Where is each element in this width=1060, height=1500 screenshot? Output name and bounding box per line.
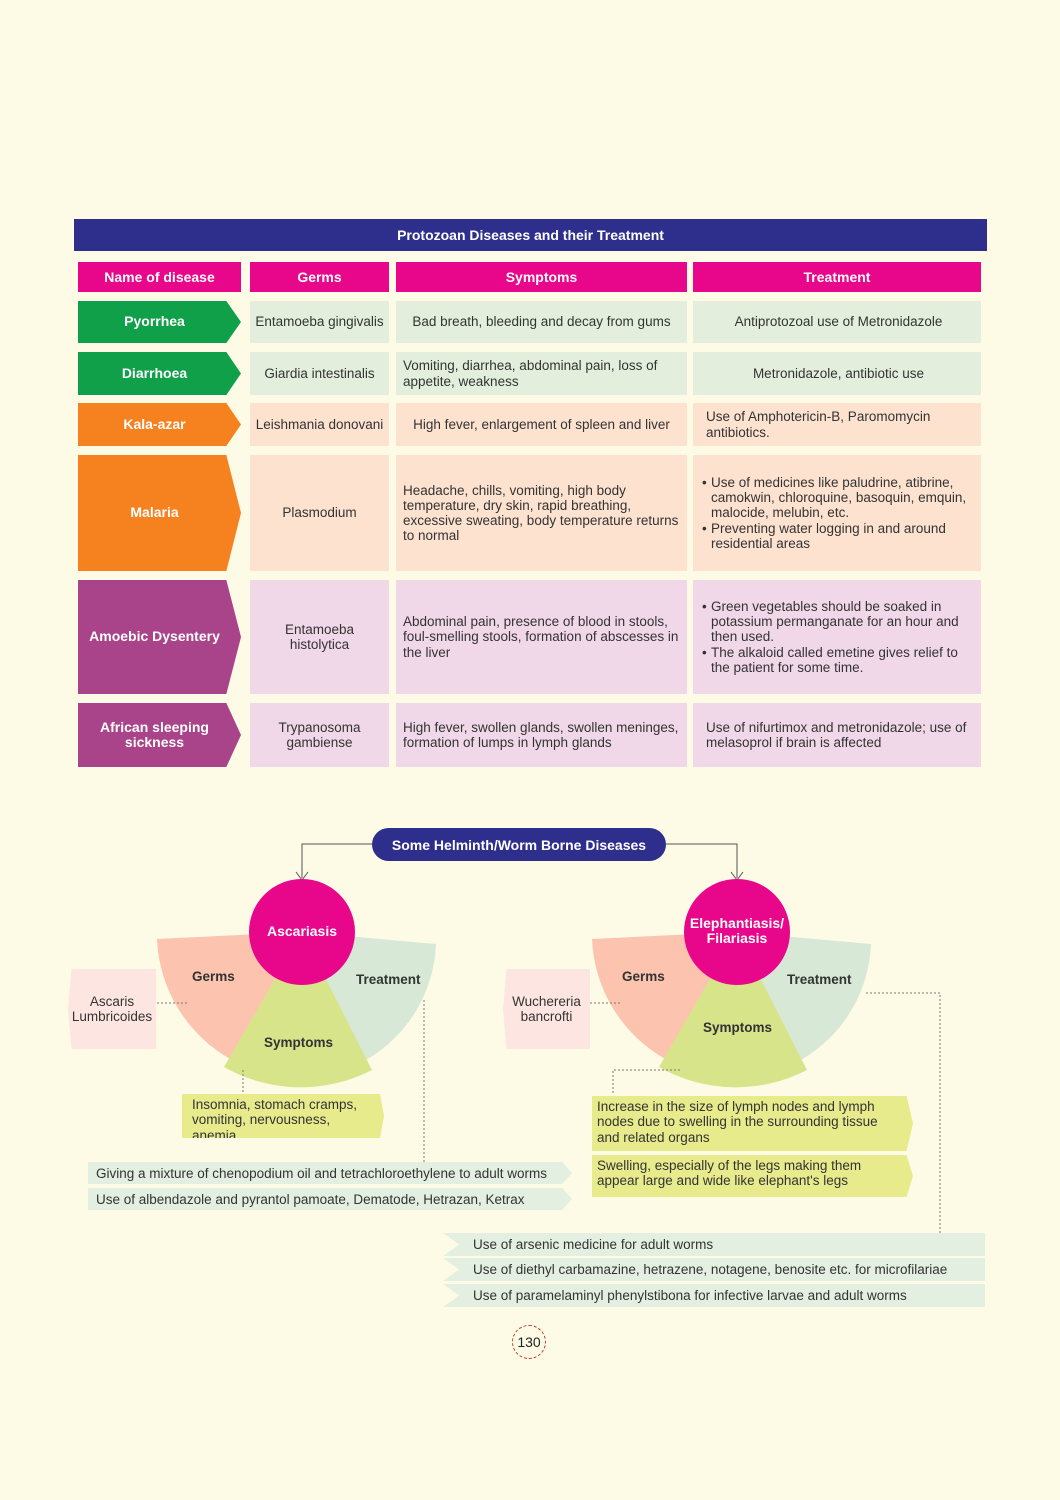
treatment-item: Preventing water logging in and around r… [702, 521, 971, 551]
symptoms-malaria: Headache, chills, vomiting, high body te… [396, 455, 687, 571]
elephantiasis-treatment-1: Use of arsenic medicine for adult worms [443, 1233, 985, 1256]
disease-name-amoebic-dysentery: Amoebic Dysentery [78, 580, 241, 694]
germ-amoebic-dysentery: Entamoeba histolytica [250, 580, 389, 694]
treatment-diarrhoea: Metronidazole, antibiotic use [693, 352, 981, 395]
ascariasis-treatment-label: Treatment [356, 972, 421, 987]
ascariasis-label: Ascariasis [266, 923, 338, 939]
ascariasis-symptoms-segment [224, 932, 372, 1088]
germ-kala-azar: Leishmania donovani [250, 403, 389, 446]
ascariasis-treatment-2: Use of albendazole and pyrantol pamoate,… [88, 1188, 572, 1210]
elephantiasis-symptom-box-1: Increase in the size of lymph nodes and … [592, 1096, 913, 1151]
treatment-african-sleeping-sickness: Use of nifurtimox and metronidazole; use… [693, 703, 981, 767]
symptoms-amoebic-dysentery: Abdominal pain, presence of blood in sto… [396, 580, 687, 694]
treatment-amoebic-dysentery: Green vegetables should be soaked in pot… [693, 580, 981, 694]
symptoms-kala-azar: High fever, enlargement of spleen and li… [396, 403, 687, 446]
header-treatment: Treatment [693, 262, 981, 292]
ascariasis-germ-box: Ascaris Lumbricoides [68, 969, 156, 1049]
disease-name-pyorrhea: Pyorrhea [78, 301, 241, 343]
ascariasis-treatment-1: Giving a mixture of chenopodium oil and … [88, 1162, 572, 1184]
elephantiasis-symptoms-segment [659, 932, 807, 1088]
disease-name-african-sleeping-sickness: African sleeping sickness [78, 703, 241, 767]
header-symptoms: Symptoms [396, 262, 687, 292]
treatment-item: Use of medicines like paludrine, atibrin… [702, 475, 971, 520]
elephantiasis-symptom-box-2: Swelling, especially of the legs making … [592, 1155, 913, 1197]
elephantiasis-symptoms-label: Symptoms [703, 1020, 773, 1035]
symptoms-pyorrhea: Bad breath, bleeding and decay from gums [396, 301, 687, 343]
elephantiasis-treatment-2: Use of diethyl carbamazine, hetrazene, n… [443, 1258, 985, 1281]
disease-name-malaria: Malaria [78, 455, 241, 571]
disease-name-kala-azar: Kala-azar [78, 403, 241, 446]
germ-african-sleeping-sickness: Trypanosoma gambiense [250, 703, 389, 767]
dotted-connector [866, 992, 941, 1233]
germ-diarrhoea: Giardia intestinalis [250, 352, 389, 395]
treatment-kala-azar: Use of Amphotericin-B, Paromomycin antib… [693, 403, 981, 446]
ascariasis-symptom-box: Insomnia, stomach cramps, vomiting, nerv… [182, 1094, 384, 1138]
treatment-item: The alkaloid called emetine gives relief… [702, 645, 971, 675]
elephantiasis-label: Elephantiasis/ Filariasis [689, 915, 785, 946]
dotted-connector [612, 1069, 680, 1094]
page-number: 130 [512, 1325, 546, 1359]
elephantiasis-germs-label: Germs [622, 969, 665, 984]
ascariasis-circle [249, 879, 355, 985]
disease-name-diarrhoea: Diarrhoea [78, 352, 241, 395]
helminth-title: Some Helminth/Worm Borne Diseases [372, 828, 666, 861]
connector-line [666, 843, 738, 878]
ascariasis-germs-label: Germs [192, 969, 235, 984]
germ-malaria: Plasmodium [250, 455, 389, 571]
elephantiasis-treatment-label: Treatment [787, 972, 852, 987]
elephantiasis-circle [684, 879, 790, 985]
header-germs: Germs [250, 262, 389, 292]
treatment-malaria: Use of medicines like paludrine, atibrin… [693, 455, 981, 571]
germ-pyorrhea: Entamoeba gingivalis [250, 301, 389, 343]
ascariasis-symptoms-label: Symptoms [264, 1035, 334, 1050]
treatment-item: Green vegetables should be soaked in pot… [702, 599, 971, 644]
connector-line [301, 843, 372, 878]
header-name-of-disease: Name of disease [78, 262, 241, 292]
elephantiasis-treatment-3: Use of paramelaminyl phenylstibona for i… [443, 1284, 985, 1307]
symptoms-african-sleeping-sickness: High fever, swollen glands, swollen meni… [396, 703, 687, 767]
table-title: Protozoan Diseases and their Treatment [74, 219, 987, 251]
treatment-pyorrhea: Antiprotozoal use of Metronidazole [693, 301, 981, 343]
symptoms-diarrhoea: Vomiting, diarrhea, abdominal pain, loss… [396, 352, 687, 395]
elephantiasis-germ-box: Wuchereria bancrofti [503, 969, 590, 1049]
